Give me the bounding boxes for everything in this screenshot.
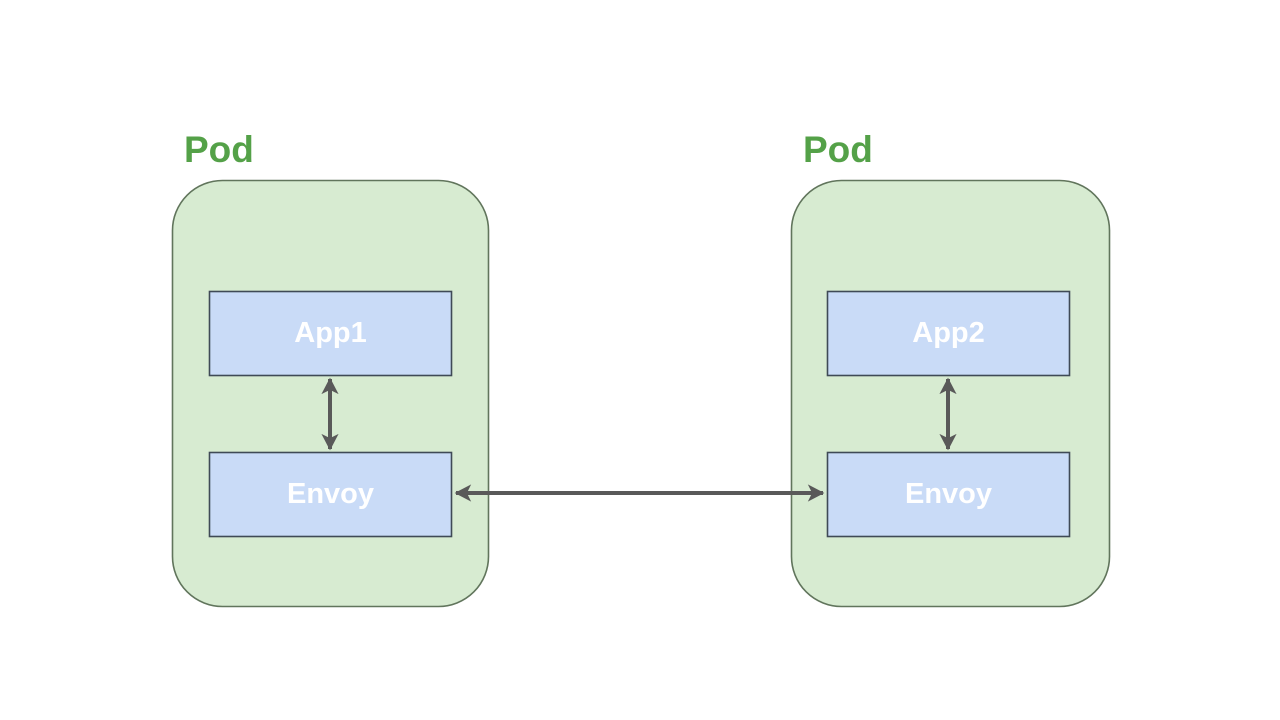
envoy-left-box-shape[interactable] (208, 451, 453, 538)
envoy-left-box-label: Envoy (286, 478, 375, 510)
app2-box-label: App2 (912, 317, 985, 349)
pod-right-shape (790, 179, 1111, 608)
app1-box-label: App1 (294, 317, 367, 349)
pod-right-label: Pod (803, 129, 873, 170)
envoy-right-box-shape[interactable] (826, 451, 1071, 538)
pod-left-label: Pod (184, 129, 254, 170)
app1-box-shape[interactable] (208, 290, 453, 377)
app2-box-shape[interactable] (826, 290, 1071, 377)
envoy-right-box-label: Envoy (904, 478, 993, 510)
